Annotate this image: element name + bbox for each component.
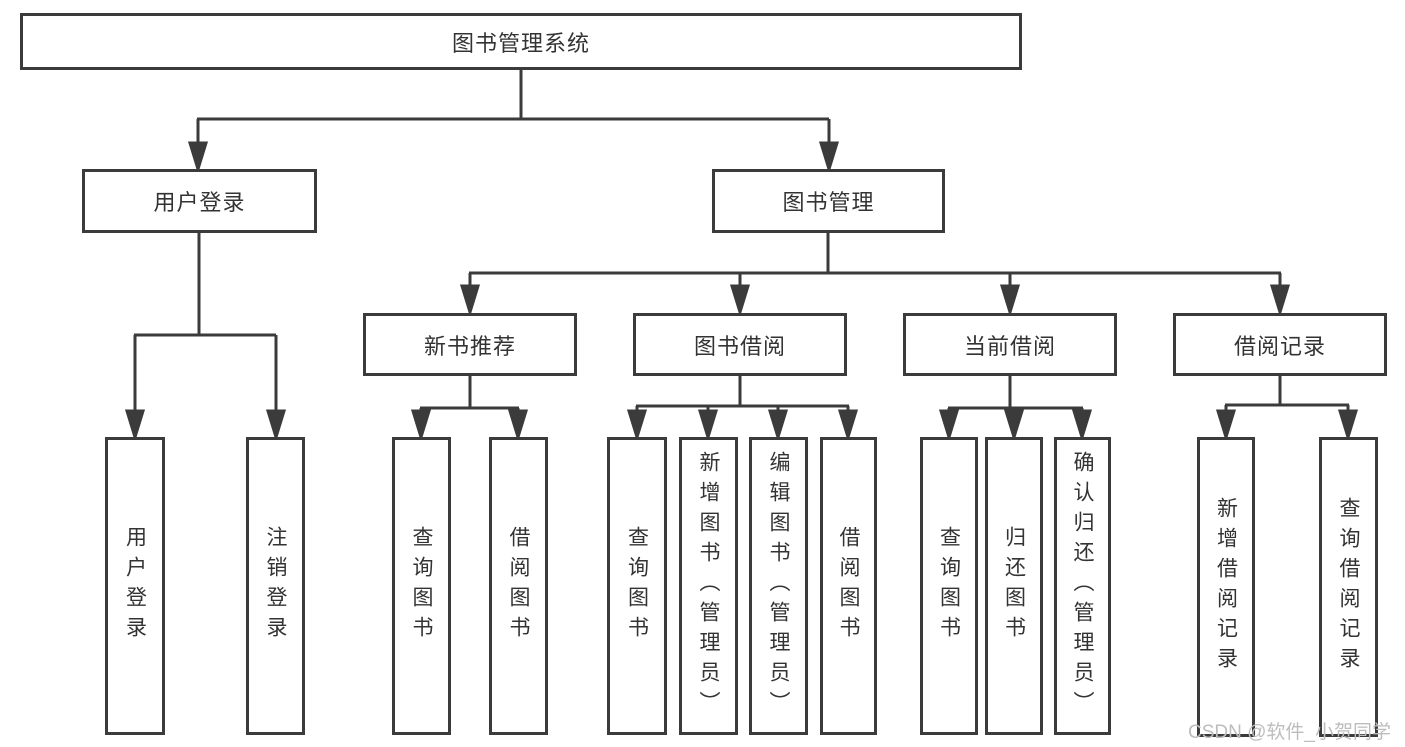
leaf-query-books-1: 查询图书 — [392, 437, 451, 735]
arrowhead — [697, 409, 719, 443]
connector-userlogin-to-leaves — [133, 233, 278, 412]
arrowhead — [187, 141, 209, 175]
arrowhead — [767, 409, 789, 443]
arrowhead — [265, 409, 287, 443]
connector-newbookrec-to-leaves — [419, 376, 520, 413]
arrowhead — [1003, 409, 1025, 443]
connector-bookmgmt-to-level2 — [468, 233, 1282, 288]
arrowhead — [1269, 284, 1291, 318]
node-root-system: 图书管理系统 — [20, 13, 1022, 70]
arrowhead — [1337, 409, 1359, 443]
connector-root-to-level1 — [196, 70, 831, 144]
arrowhead — [818, 141, 840, 175]
arrowhead — [938, 409, 960, 443]
arrowhead — [507, 409, 529, 443]
arrowhead — [729, 284, 751, 318]
node-new-book-recommend: 新书推荐 — [363, 313, 577, 376]
arrowhead — [124, 409, 146, 443]
arrowhead — [626, 409, 648, 443]
arrowhead — [837, 409, 859, 443]
leaf-query-books-2: 查询图书 — [607, 437, 667, 735]
arrowhead — [459, 284, 481, 318]
leaf-query-books-3: 查询图书 — [920, 437, 978, 735]
node-current-borrow: 当前借阅 — [903, 313, 1117, 376]
node-borrow-record: 借阅记录 — [1173, 313, 1387, 376]
arrowhead — [1071, 409, 1093, 443]
leaf-edit-book-admin: 编辑图书（管理员） — [749, 437, 808, 735]
leaf-query-borrow-record: 查询借阅记录 — [1319, 437, 1378, 737]
leaf-add-borrow-record: 新增借阅记录 — [1197, 437, 1255, 737]
leaf-user-login: 用户登录 — [105, 437, 165, 735]
leaf-add-book-admin: 新增图书（管理员） — [679, 437, 738, 735]
node-user-login: 用户登录 — [82, 169, 317, 233]
arrowhead — [999, 284, 1021, 318]
leaf-confirm-return-admin: 确认归还（管理员） — [1054, 437, 1111, 735]
leaf-return-book: 归还图书 — [985, 437, 1043, 735]
leaf-borrow-books-2: 借阅图书 — [820, 437, 877, 735]
node-book-management: 图书管理 — [712, 169, 945, 233]
arrowhead — [1215, 409, 1237, 443]
csdn-watermark: CSDN @软件_小贺同学 — [1188, 722, 1391, 743]
leaf-borrow-books-1: 借阅图书 — [489, 437, 548, 735]
node-book-borrow: 图书借阅 — [633, 313, 847, 376]
connector-currentborrow-to-leaves — [947, 376, 1084, 413]
connector-borrowrecord-to-leaves — [1224, 376, 1350, 413]
connector-bookborrow-to-leaves — [635, 376, 850, 413]
arrowhead — [410, 409, 432, 443]
leaf-logout: 注销登录 — [246, 437, 305, 735]
